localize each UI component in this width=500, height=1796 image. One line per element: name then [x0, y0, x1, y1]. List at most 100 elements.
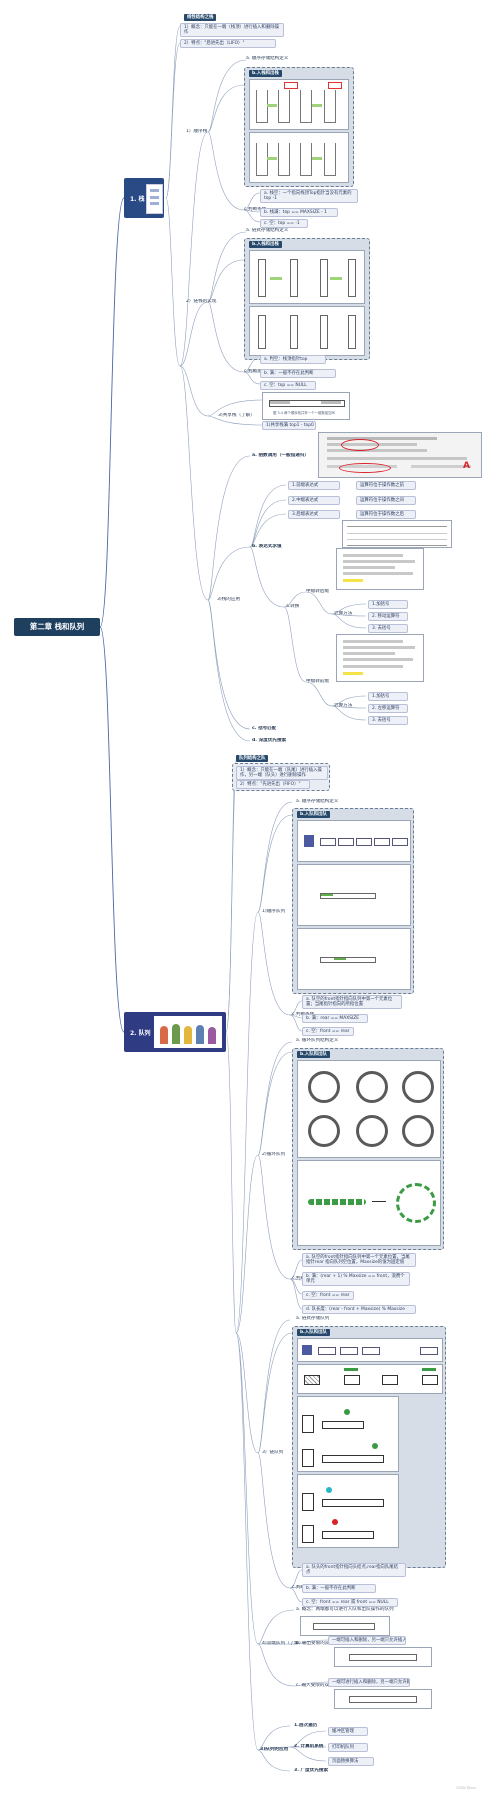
deque-output-limited[interactable]: b. 输出受限的双端队列 [296, 1641, 344, 1646]
deque-concept[interactable]: a. 概念：两端都可以进行入队和出队操作的队列 [296, 1607, 394, 1612]
seq-array-image-2 [297, 928, 411, 990]
stack-app-recursion[interactable]: a. 函数调用（一般指递归） [252, 453, 309, 458]
link-stack-intro[interactable]: a. 链式存储结构定义 [246, 228, 289, 233]
seq-queue-cond-2[interactable]: b. 满：rear == MAXSIZE [302, 1014, 368, 1024]
infix-pre-note-image [336, 634, 424, 682]
link-stack-node[interactable]: 2）链栈的实现 [186, 299, 217, 304]
seq-push-image [249, 79, 349, 130]
link-queue-node[interactable]: 3）链队列 [262, 1450, 284, 1455]
seq-queue-cond-1[interactable]: a. 队空的front指针指向队列中第一个元素位置；当尾指针指向的所指位置 [302, 995, 402, 1009]
expr-postfix[interactable]: 3.后缀表达式 [288, 510, 340, 520]
queue-topic[interactable]: 2. 队列 [124, 1012, 226, 1052]
stack-title: 1. 栈 [130, 196, 145, 203]
shared-stack-node[interactable]: 3)共享栈（了解） [218, 413, 255, 418]
expr-table-image [342, 520, 452, 548]
seq-stack-diagram-title: b.入栈和出栈 [249, 70, 282, 77]
root-topic[interactable]: 第二章 栈和队列 [14, 618, 100, 636]
deque-concept-image [300, 1616, 390, 1636]
stack-topic[interactable]: 1. 栈 [124, 178, 164, 218]
circ-queue-intro[interactable]: a. 循环队列结构定义 [296, 1038, 339, 1043]
expr-post-alg[interactable]: 计算方法 [334, 611, 353, 616]
queue-app-system[interactable]: 2. 计算机系统 [294, 1744, 324, 1749]
deque-output-note[interactable]: 一端可插入和删除，另一端只允许插入 [328, 1636, 406, 1646]
circ-queue-cond-3[interactable]: c. 空：front == rear [302, 1291, 354, 1301]
stack-app-expr[interactable]: b. 表达式求值 [252, 544, 282, 549]
seq-pop-image [249, 132, 349, 183]
link-queue-intro[interactable]: a. 链式存储队列 [296, 1316, 330, 1321]
post-step-2[interactable]: 2. 移动运算符 [368, 612, 408, 622]
link-queue-cond-2[interactable]: b. 满：一般不存在此判断 [302, 1584, 376, 1594]
sys-buffer[interactable]: 缓冲区管理 [328, 1727, 368, 1737]
expr-infix-to-post[interactable]: 中缀转后缀 [306, 589, 329, 594]
deque-node[interactable]: 4)双端队列（了解） [262, 1641, 304, 1646]
queue-apps-node[interactable]: 3)队列的应用 [260, 1747, 289, 1752]
circ-queue-diagram-title: b.入队和出队 [297, 1051, 330, 1058]
queue-title: 2. 队列 [130, 1030, 151, 1037]
link-queue-diagram-title: b.入队和出队 [297, 1329, 330, 1336]
expr-infix-desc[interactable]: 运算符位于操作数之间 [356, 496, 416, 506]
expr-infix-to-pre[interactable]: 中缀转前缀 [306, 679, 329, 684]
stack-apps-node[interactable]: 3)栈的应用 [217, 597, 241, 602]
stack-def-feature[interactable]: 2）特点："后进先出（LIFO）" [180, 39, 276, 49]
seq-stack-cond-2[interactable]: b. 栈满：top == MAXSIZE - 1 [260, 208, 338, 218]
watermark: CSDN @xxx [456, 1786, 477, 1790]
link-queue-list-image [297, 1338, 443, 1362]
stack-def-concept[interactable]: 1）概念：只能在一端（栈顶）进行插入和删除操作 [180, 23, 284, 37]
pre-step-3[interactable]: 3. 去括号 [368, 716, 408, 726]
queue-def-group: 1）概念：只能在一端（队尾）进行插入操作，另一端（队头）进行删除操作 2）特点：… [232, 763, 330, 791]
post-step-3[interactable]: 3. 去括号 [368, 624, 408, 634]
link-stack-check[interactable]: c.判断条件 [244, 369, 267, 374]
queue-def-feature[interactable]: 2）特点："先进先出（FIFO）" [236, 780, 310, 790]
link-stack-cond-2[interactable]: b. 满：一般不存在此判断 [260, 369, 336, 379]
queue-app-bfs[interactable]: 3. 广度优先搜索 [294, 1768, 329, 1773]
deque-input-note[interactable]: 一端可进行插入和删除，另一端只允许删除 [328, 1678, 410, 1688]
stack-thumbnail [146, 184, 163, 214]
sys-printer[interactable]: 打印机队列 [328, 1743, 368, 1753]
shared-stack-caption: 图 3.4 两个顺序栈共享一个一维数组空间 [273, 411, 335, 415]
expr-prefix-desc[interactable]: 运算符位于操作数之前 [356, 481, 416, 491]
seq-queue-diagram-title: b.入队和出队 [297, 811, 330, 818]
deque-input-image [334, 1689, 432, 1709]
pre-step-2[interactable]: 2. 左移运算符 [368, 704, 408, 714]
queue-def-concept[interactable]: 1）概念：只能在一端（队尾）进行插入操作，另一端（队头）进行删除操作 [236, 766, 328, 780]
expr-prefix[interactable]: 1.前缀表达式 [288, 481, 340, 491]
seq-stack-intro[interactable]: a. 顺序存储结构定义 [246, 56, 289, 61]
link-stack-cond-3[interactable]: c. 空：top == NULL [260, 381, 316, 391]
seq-queue-diagram-group: b.入队和出队 [292, 808, 414, 994]
queue-app-level[interactable]: 1.层次遍历 [294, 1723, 318, 1728]
seq-stack-cond-3[interactable]: c. 空：top == -1 [260, 219, 308, 229]
circ-queue-cond-1[interactable]: a. 队空的front指针指向队列中第一个元素位置，当尾指针rear 指向队列空… [302, 1253, 416, 1267]
seq-array-image-1 [297, 864, 411, 926]
link-stack-cond-1[interactable]: a. 判空：栈顶指针top [260, 355, 326, 365]
expr-convert[interactable]: a.转换 [286, 604, 300, 609]
circ-queue-cond-4[interactable]: d. 队长度：(rear - front + Maxsize) % Maxsiz… [302, 1305, 416, 1315]
expr-postfix-desc[interactable]: 运算符位于操作数之后 [356, 510, 416, 520]
link-enqueue-image [297, 1396, 399, 1472]
circ-queue-cond-2[interactable]: b. 满：(rear + 1) % Maxsize == front，浪费个单元 [302, 1272, 410, 1286]
sys-paging[interactable]: 页面替换算法 [328, 1757, 374, 1767]
link-queue-diagram-group: b.入队和出队 [292, 1326, 446, 1568]
seq-queue-intro[interactable]: a. 顺序存储结构定义 [296, 799, 339, 804]
post-step-1[interactable]: 1.加括号 [368, 600, 408, 610]
infix-post-note-image [336, 548, 424, 590]
deque-input-limited[interactable]: c. 输入受限的双端队列 [296, 1683, 343, 1688]
seq-stack-node[interactable]: 1）顺序栈 [186, 129, 208, 134]
seq-queue-node[interactable]: 1)顺序队列 [262, 909, 286, 914]
circ-queue-node[interactable]: 2)循环队列 [262, 1152, 286, 1157]
seq-stack-check[interactable]: c.判断条件 [244, 207, 267, 212]
link-queue-cond-3[interactable]: c. 空：front == rear 或 front == NULL [302, 1598, 398, 1608]
seq-stack-cond-1[interactable]: a. 栈空：一个指向栈顶Top指针当没有元素的 top -1 [260, 189, 358, 203]
shared-stack-note[interactable]: 1)共享栈满 top1 - top0 = 1 [262, 421, 316, 431]
pre-step-1[interactable]: 1.加括号 [368, 692, 408, 702]
expr-pre-alg[interactable]: 计算方法 [334, 703, 353, 708]
seq-queue-cond-3[interactable]: c. 空：front == rear [302, 1027, 354, 1037]
expr-infix[interactable]: 2.中缀表达式 [288, 496, 340, 506]
queue-def-header: 队列结构之队 [236, 755, 269, 762]
queue-illustration [154, 1016, 222, 1048]
stack-app-dfs[interactable]: d. 深度优先搜索 [252, 738, 287, 743]
circ-balls-image [297, 1160, 441, 1246]
link-queue-cond-1[interactable]: a. 队头的front指针指向头结点,rear指向队尾结点 [302, 1563, 406, 1577]
link-stack-diagram-title: b.入栈和出栈 [249, 241, 282, 248]
stack-app-bracket[interactable]: c. 括号匹配 [252, 726, 277, 731]
